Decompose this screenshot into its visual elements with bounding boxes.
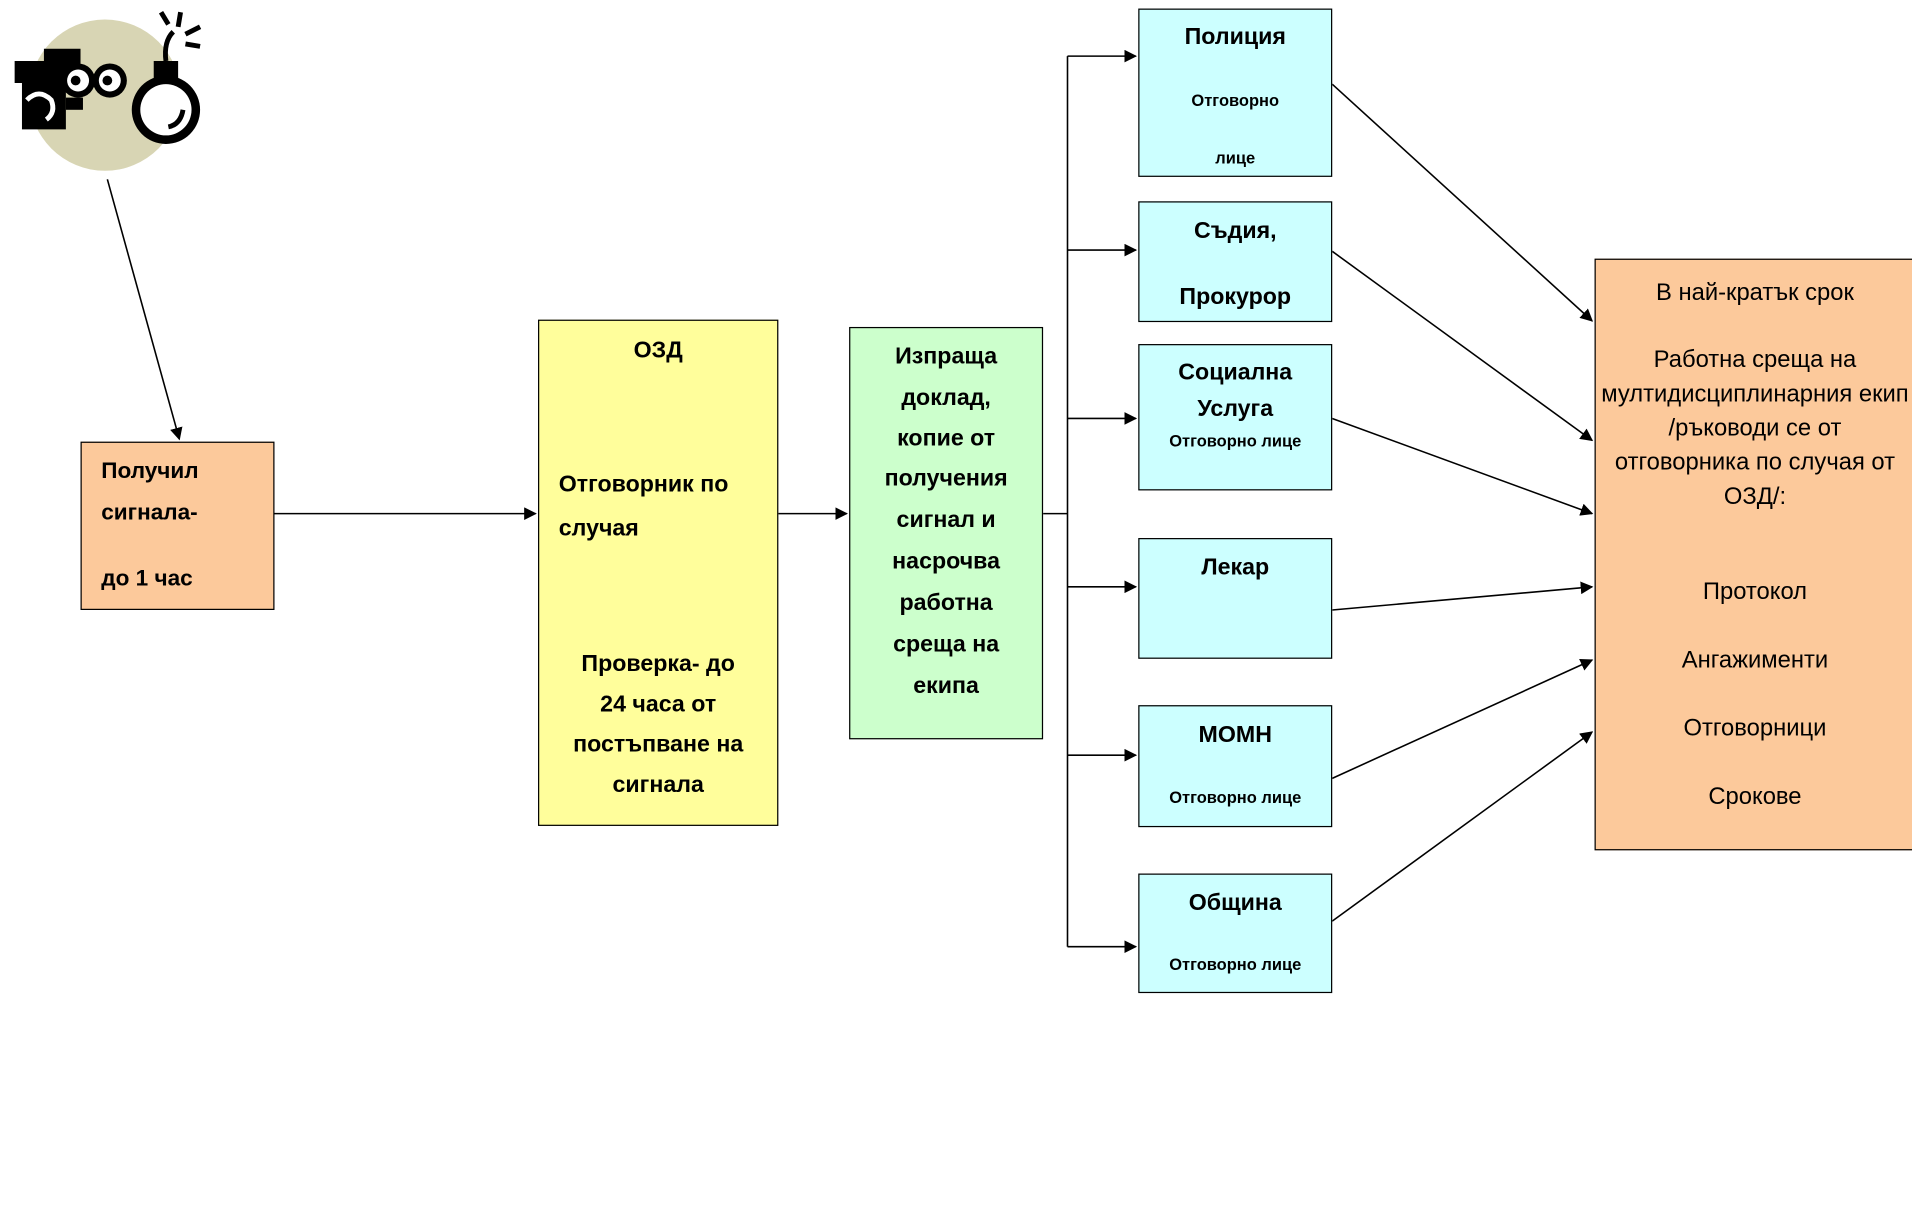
arrow-judge-to-meeting (1331, 250, 1594, 442)
ozd-check-line-2: 24 часа от (600, 691, 717, 718)
ozd-check-line-1: Проверка- до (581, 651, 735, 678)
meeting-line-1: В най-кратък срок (1655, 279, 1854, 307)
meeting-item: Ангажименти (1681, 646, 1829, 674)
arrow-police-to-meeting (1331, 83, 1594, 322)
social-title-1: Социална (1178, 359, 1293, 386)
arrow-clipart-to-received (106, 179, 183, 441)
sends-line: копие от (897, 425, 996, 452)
team-meeting-box: В най-кратък срок Работна среща на мулти… (1594, 258, 1912, 851)
arrow-momn-to-meeting (1331, 658, 1594, 780)
police-sub-1: Отговорно (1191, 91, 1280, 110)
received-line-3: до 1 час (101, 564, 193, 591)
municipality-title: Община (1188, 890, 1282, 917)
meeting-item: Срокове (1708, 783, 1802, 811)
two-faces-bomb-clipart-icon (14, 10, 202, 171)
arrow-social-to-meeting (1331, 417, 1594, 516)
police-title: Полиция (1184, 24, 1286, 51)
meeting-item: Протокол (1702, 578, 1808, 606)
sends-line: работна (899, 590, 993, 617)
received-signal-box: Получил сигнала- до 1 час (80, 441, 275, 610)
police-box: Полиция Отговорно лице (1138, 8, 1333, 177)
social-service-box: Социална Услуга Отговорно лице (1138, 344, 1333, 491)
police-sub-2: лице (1215, 148, 1256, 168)
momn-title: МОМН (1198, 722, 1272, 748)
sends-line: насрочва (892, 549, 1001, 575)
sends-line: получения (884, 466, 1008, 492)
received-line-2: сигнала- (101, 498, 198, 525)
sends-line: Изпраща (895, 344, 998, 370)
judge-prosecutor-box: Съдия, Прокурор (1138, 201, 1333, 323)
momn-box: МОМН Отговорно лице (1138, 705, 1333, 828)
sends-line: сигнал и (896, 507, 996, 534)
judge-title-1: Съдия, (1193, 218, 1277, 244)
ozd-check-line-3: постъпване на (573, 732, 744, 758)
municipality-box: Община Отговорно лице (1138, 873, 1333, 994)
arrow-municipality-to-meeting (1331, 731, 1594, 922)
judge-title-2: Прокурор (1179, 284, 1292, 310)
arrow-doctor-to-meeting (1332, 581, 1594, 611)
sends-line: среща на (893, 631, 1000, 658)
ozd-box: ОЗД Отговорник по случая Проверка- до 24… (538, 319, 779, 826)
social-title-2: Услуга (1197, 396, 1274, 423)
ozd-check-line-4: сигнала (612, 772, 704, 798)
ozd-responsible-line-1: Отговорник по (558, 472, 729, 498)
meeting-line-2: Работна среща на мултидисциплинарния еки… (1601, 346, 1909, 510)
ozd-title: ОЗД (633, 337, 683, 364)
received-line-1: Получил (101, 457, 199, 484)
municipality-sub: Отговорно лице (1169, 955, 1302, 974)
sends-report-box: Изпраща доклад, копие от получения сигна… (849, 326, 1044, 740)
social-sub: Отговорно лице (1169, 431, 1302, 451)
sends-line: екипа (913, 673, 979, 700)
doctor-title: Лекар (1201, 555, 1270, 581)
doctor-box: Лекар (1138, 538, 1333, 659)
connector-lines (106, 49, 1594, 954)
ozd-responsible-line-2: случая (558, 516, 639, 542)
sends-line: доклад, (901, 385, 991, 412)
meeting-item: Отговорници (1683, 714, 1827, 742)
momn-sub: Отговорно лице (1169, 788, 1302, 807)
